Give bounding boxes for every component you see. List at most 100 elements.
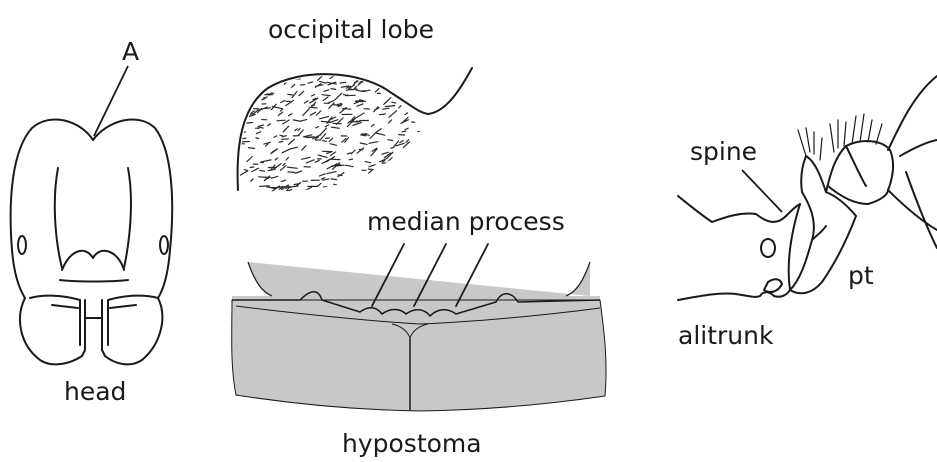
texture-stroke [382, 152, 388, 154]
texture-stroke [357, 104, 363, 106]
texture-stroke [358, 183, 363, 188]
texture-stroke [417, 162, 421, 166]
texture-stroke [369, 165, 375, 167]
texture-stroke [362, 175, 369, 180]
texture-stroke [239, 73, 247, 76]
texture-stroke [365, 185, 372, 189]
texture-stroke [391, 147, 394, 148]
texture-stroke [408, 167, 412, 172]
texture-stroke [251, 179, 253, 182]
texture-stroke [331, 89, 336, 90]
texture-stroke [323, 141, 327, 142]
texture-stroke [351, 150, 355, 154]
texture-stroke [250, 95, 255, 99]
texture-stroke [262, 99, 265, 100]
texture-stroke [304, 187, 311, 190]
texture-stroke [240, 110, 243, 111]
texture-stroke [420, 180, 424, 183]
texture-stroke [419, 145, 424, 148]
texture-stroke [328, 68, 335, 74]
texture-stroke [360, 143, 367, 144]
texture-stroke [393, 162, 399, 164]
texture-stroke [347, 153, 351, 154]
texture-stroke [395, 164, 402, 165]
texture-stroke [340, 82, 345, 83]
label-pt: pt [848, 261, 874, 290]
texture-stroke [331, 179, 336, 180]
texture-stroke [325, 125, 329, 127]
texture-stroke [289, 139, 295, 144]
texture-stroke [376, 133, 385, 135]
texture-stroke [323, 179, 329, 180]
texture-stroke [425, 186, 432, 188]
texture-stroke [302, 69, 310, 74]
texture-stroke [262, 160, 272, 162]
texture-stroke [383, 108, 389, 109]
texture-stroke [410, 74, 414, 76]
texture-stroke [360, 70, 363, 73]
texture-stroke [272, 176, 278, 178]
texture-stroke [355, 195, 361, 196]
texture-stroke [330, 144, 336, 146]
texture-stroke [425, 76, 432, 77]
texture-stroke [315, 160, 319, 162]
texture-stroke [424, 125, 431, 127]
texture-stroke [280, 109, 283, 111]
texture-stroke [268, 124, 271, 126]
texture-stroke [349, 159, 353, 160]
texture-stroke [236, 131, 239, 132]
texture-stroke [280, 135, 283, 136]
texture-stroke [384, 100, 388, 104]
texture-stroke [421, 105, 424, 108]
texture-stroke [249, 76, 255, 79]
texture-stroke [282, 139, 289, 140]
texture-stroke [283, 163, 285, 165]
texture-stroke [289, 114, 293, 116]
texture-stroke [247, 94, 250, 97]
texture-stroke [329, 103, 334, 109]
texture-stroke [237, 193, 242, 194]
texture-stroke [268, 193, 272, 195]
texture-stroke [277, 120, 285, 121]
texture-stroke [419, 82, 428, 85]
texture-stroke [416, 181, 425, 183]
texture-stroke [363, 68, 369, 73]
texture-stroke [386, 73, 391, 75]
texture-stroke [288, 94, 293, 95]
texture-stroke [310, 112, 315, 115]
texture-stroke [331, 127, 339, 128]
label-head: head [64, 377, 126, 406]
texture-stroke [281, 180, 285, 182]
texture-stroke [390, 164, 400, 166]
texture-stroke [343, 109, 351, 110]
texture-stroke [422, 150, 427, 152]
label-occipital-lobe: occipital lobe [268, 15, 434, 44]
texture-stroke [321, 121, 331, 122]
texture-stroke [327, 152, 331, 153]
texture-stroke [303, 109, 310, 116]
alitrunk-petiole-drawing [678, 76, 937, 300]
texture-stroke [402, 131, 406, 132]
texture-stroke [331, 159, 340, 160]
texture-stroke [278, 112, 282, 115]
head-outline-drawing [11, 119, 173, 364]
texture-stroke [409, 97, 417, 99]
texture-stroke [420, 146, 428, 149]
texture-stroke [265, 74, 271, 76]
texture-stroke [405, 128, 408, 130]
label-median-process: median process [367, 207, 565, 236]
texture-stroke [420, 91, 424, 92]
texture-stroke [323, 192, 329, 193]
texture-stroke [293, 120, 301, 122]
texture-stroke [312, 105, 315, 106]
texture-stroke [301, 120, 306, 121]
texture-stroke [417, 70, 422, 73]
texture-stroke [316, 111, 320, 115]
texture-stroke [268, 72, 278, 73]
texture-stroke [370, 70, 374, 74]
texture-stroke [286, 157, 289, 160]
texture-stroke [320, 116, 329, 118]
texture-stroke [292, 193, 294, 195]
texture-stroke [398, 182, 406, 183]
texture-stroke [331, 152, 336, 155]
